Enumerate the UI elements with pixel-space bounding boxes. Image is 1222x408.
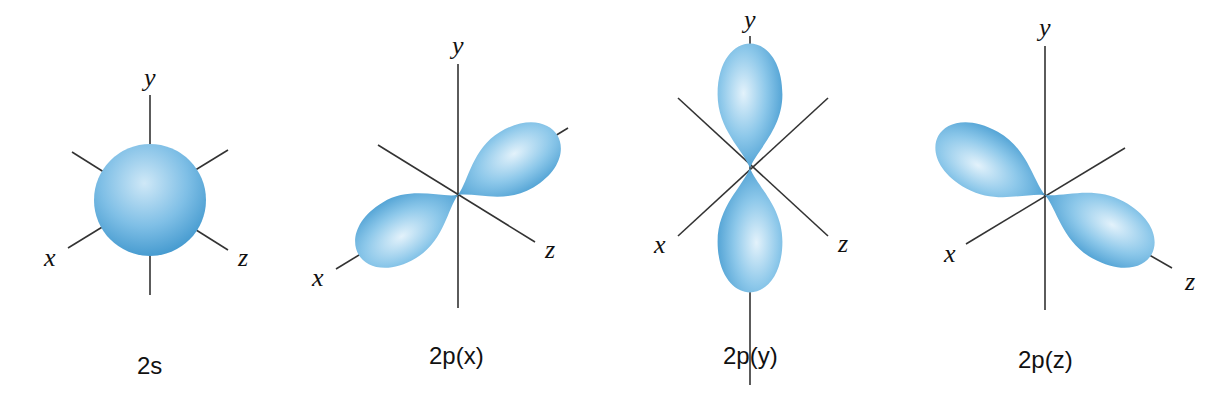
axis-label: x	[312, 265, 324, 291]
axis-label: y	[1039, 15, 1051, 41]
axis-label: z	[838, 231, 848, 257]
axis-label: y	[452, 33, 464, 59]
axis-label: x	[44, 245, 56, 271]
axis-label: x	[654, 232, 666, 258]
orbital-caption: 2p(z)	[1018, 348, 1073, 372]
axis-label: z	[238, 245, 248, 271]
axis-label: y	[744, 7, 756, 33]
orbital-caption: 2p(x)	[429, 344, 484, 368]
axis-label: z	[1185, 269, 1195, 295]
axis-label: x	[944, 241, 956, 267]
axis-label: y	[144, 65, 156, 91]
orbital-caption: 2p(y)	[723, 344, 778, 368]
axis-label: z	[545, 237, 555, 263]
orbital-caption: 2s	[137, 354, 162, 378]
